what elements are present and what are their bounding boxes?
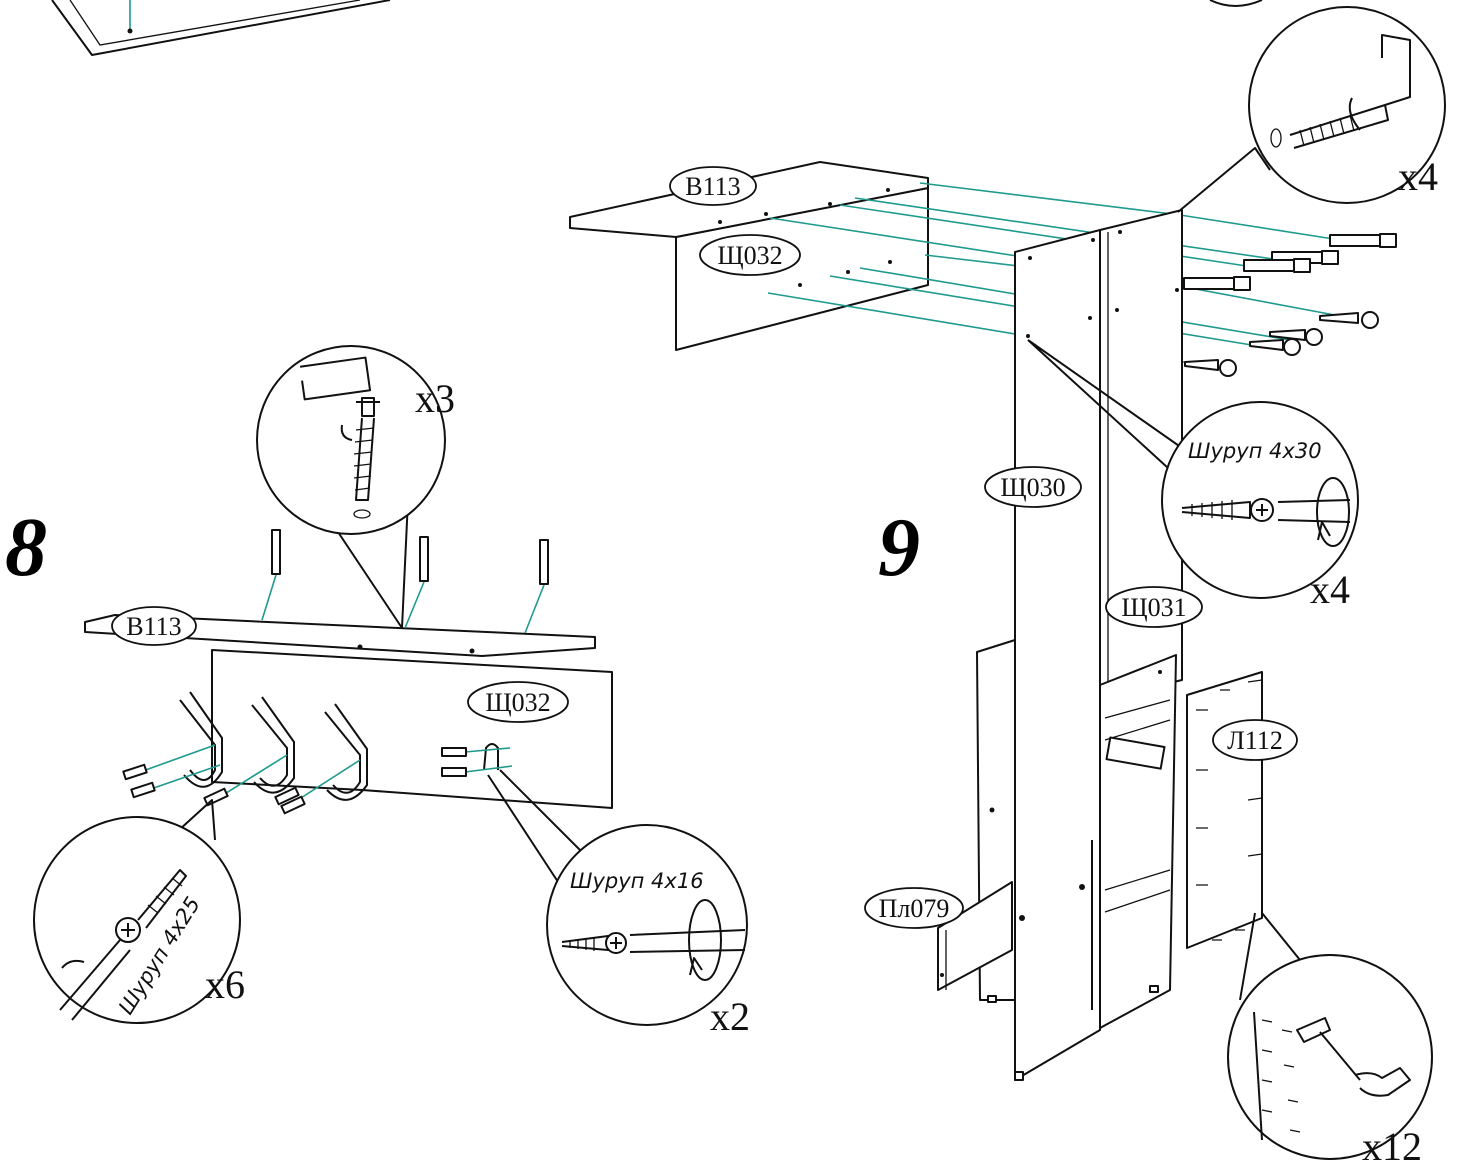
svg-text:x6: x6	[205, 962, 245, 1007]
step-9-number: 9	[878, 501, 920, 594]
svg-text:x2: x2	[710, 994, 750, 1039]
hammer-icon	[1296, 1017, 1331, 1043]
svg-text:Шуруп 4x16: Шуруп 4x16	[570, 869, 704, 893]
svg-text:Щ032: Щ032	[485, 688, 550, 717]
step-8-confirmat-screws	[261, 529, 549, 634]
previous-step-circle-fragment	[1209, 0, 1263, 7]
previous-step-fragment	[51, 0, 391, 56]
step-9-plinth	[937, 881, 1013, 991]
screwdriver-icon	[629, 929, 746, 953]
svg-text:Щ031: Щ031	[1121, 593, 1186, 622]
svg-text:Шуруп 4x30: Шуруп 4x30	[1188, 439, 1322, 463]
confirmat-screw-icon	[1329, 234, 1383, 247]
drawer-slide-icon	[1105, 736, 1166, 770]
step-9-back-fiberboard	[1186, 671, 1263, 949]
step-9-top-shelf	[569, 161, 929, 238]
rotate-arrow-icon	[340, 424, 353, 441]
step-9-right-side-label: Щ031	[1105, 586, 1203, 628]
step-8-shelf-assembly: В113 Щ032	[84, 529, 613, 815]
svg-text:Щ032: Щ032	[717, 241, 782, 270]
confirmat-screw-icon	[355, 417, 375, 501]
step-9-nails-callout: x12	[1227, 912, 1433, 1167]
step-9-top-shelf-label: В113	[669, 166, 757, 206]
svg-text:В113: В113	[126, 612, 181, 641]
screw-4x25-icon	[137, 869, 187, 929]
step-8-number: 8	[5, 501, 47, 594]
step-8-shelf-label: В113	[111, 606, 197, 646]
allen-key-icon	[1381, 34, 1411, 106]
rotate-arrow-icon	[1348, 97, 1361, 131]
step-9-screw-4x30-callout: Шуруп 4x30 x4	[1027, 339, 1359, 612]
confirmat-screw-icon	[1289, 104, 1389, 149]
step-9-screws	[1183, 233, 1397, 377]
svg-text:x12: x12	[1362, 1124, 1422, 1167]
rotate-arrow-icon	[1317, 521, 1331, 541]
step-8-screw-4x25-callout: Шуруп 4x25 x6	[33, 799, 245, 1024]
svg-text:x3: x3	[415, 376, 455, 421]
step-8-back-panel-label: Щ032	[467, 681, 569, 723]
step-8-confirmat-callout: x3	[256, 345, 455, 629]
step-9-left-side	[1014, 229, 1101, 1081]
rotate-arrow-icon	[689, 957, 703, 976]
screwdriver-icon	[59, 939, 121, 1011]
svg-text:Пл079: Пл079	[879, 894, 950, 923]
screwdriver-icon	[1277, 499, 1351, 523]
step-9-left-side-label: Щ030	[984, 466, 1082, 508]
step-8-clip	[441, 743, 513, 777]
svg-text:x4: x4	[1398, 154, 1438, 199]
svg-text:В113: В113	[685, 172, 740, 201]
rotate-arrow-icon	[61, 959, 85, 969]
allen-key-icon	[361, 397, 375, 417]
svg-text:Щ030: Щ030	[1000, 473, 1065, 502]
step-8-screw-4x16-callout: Шуруп 4x16 x2	[487, 769, 750, 1039]
step-9-cabinet-right-wall	[1099, 654, 1177, 1029]
step-9-fiberboard-label: Л112	[1212, 719, 1298, 761]
step-9-confirmat-callout: x4	[1177, 6, 1446, 213]
step-9-top-back-label: Щ032	[699, 234, 801, 276]
step-9-top-shelf-assembly	[569, 161, 929, 351]
svg-text:x4: x4	[1310, 567, 1350, 612]
step-9-plinth-label: Пл079	[864, 887, 964, 929]
hand-icon	[1354, 1067, 1411, 1097]
svg-text:Л112: Л112	[1227, 726, 1283, 755]
